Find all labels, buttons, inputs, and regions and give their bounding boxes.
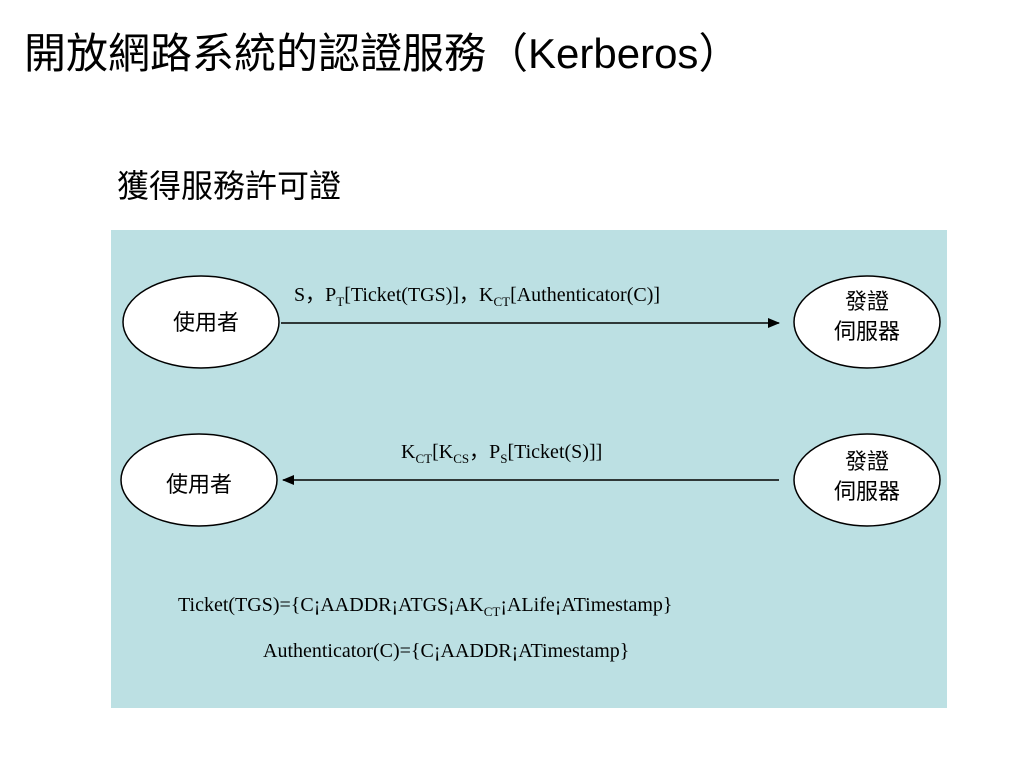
title-chinese: 開放網路系統的認證服務（: [24, 29, 529, 78]
authenticator-definition: Authenticator(C)={C¡AADDR¡ATimestamp}: [263, 640, 630, 662]
tgs-server-node-2: [793, 433, 941, 527]
ticket-definition: Ticket(TGS)={C¡AADDR¡ATGS¡AKCT¡ALife¡ATi…: [178, 594, 673, 619]
tgs-server-label-2: 發證 伺服器: [807, 448, 927, 508]
tgs-server-node-1: [793, 275, 941, 369]
diagram-panel: 使用者 發證 伺服器 S，PT[Ticket(TGS)]，KCT[Authent…: [111, 230, 947, 708]
title-close-paren: ）: [698, 29, 741, 78]
user-node-2: [120, 433, 278, 527]
tgs-server-label-1: 發證 伺服器: [807, 288, 927, 348]
page-title: 開放網路系統的認證服務（Kerberos）: [24, 30, 740, 78]
tgs-server-label-2-line2: 伺服器: [833, 480, 900, 505]
response-message: KCT[KCS，PS[Ticket(S)]]: [401, 441, 603, 466]
title-kerberos: Kerberos: [528, 30, 699, 77]
tgs-server-label-1-line2: 伺服器: [833, 320, 900, 345]
section-subtitle: 獲得服務許可證: [117, 167, 342, 205]
diagram-canvas: [120, 275, 941, 527]
tgs-server-label-2-line1: 發證: [844, 450, 889, 475]
user-node-1: [122, 275, 280, 369]
request-message: S，PT[Ticket(TGS)]，KCT[Authenticator(C)]: [294, 284, 661, 309]
user-label-2: 使用者: [165, 473, 232, 498]
tgs-server-label-1-line1: 發證: [844, 290, 889, 315]
user-label-1: 使用者: [172, 311, 239, 336]
